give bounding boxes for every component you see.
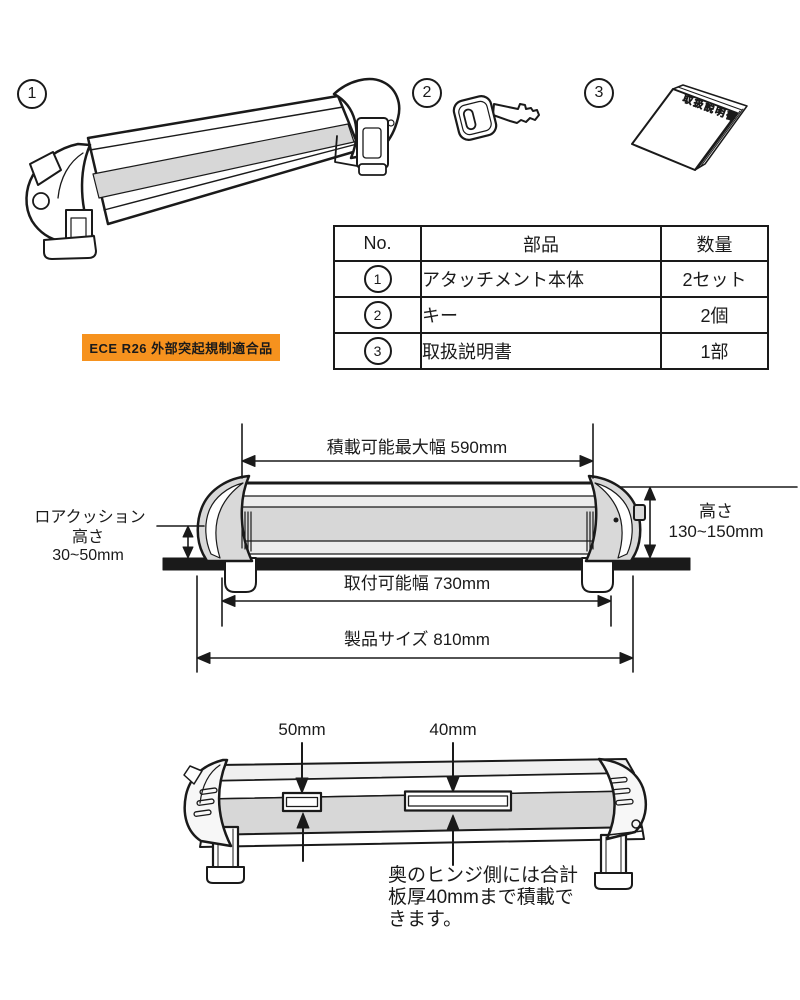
dim-arrow-730: [221, 595, 612, 607]
row-2-part: キー: [420, 296, 662, 334]
manual-drawing: 取扱説明書: [631, 84, 748, 171]
label-rear-slot: 40mm: [429, 720, 476, 739]
label-mount-width: 取付可能幅 730mm: [344, 574, 490, 593]
front-slot-arrows: [295, 742, 310, 862]
ece-badge-text: ECE R26 外部突起規制適合品: [89, 341, 273, 356]
row-1-qty: 2セット: [660, 260, 769, 298]
foot-right: [581, 557, 614, 593]
col-header-no: No.: [333, 225, 422, 262]
ece-compliance-badge: ECE R26 外部突起規制適合品: [82, 334, 280, 361]
attachment-body-drawing: [25, 77, 401, 260]
key-drawing: [452, 95, 540, 141]
rear-slot-arrows: [446, 742, 460, 866]
end-cap-right: [332, 77, 401, 176]
row-2-qty: 2個: [660, 296, 769, 334]
dim-arrow-590: [241, 455, 594, 467]
part-2-number-badge: 2: [412, 78, 442, 108]
part-2-number: 2: [422, 84, 432, 101]
key-head: [452, 95, 498, 141]
leg-right: [594, 833, 633, 890]
slot-diagram: 50mm 40mm 奥のヒンジ側には合計 板厚40mmまで積載で きます。: [183, 720, 647, 930]
note-line-1: 奥のヒンジ側には合計: [388, 864, 578, 886]
table-row: 2 キー 2個: [333, 296, 769, 334]
attachment-bar: [86, 94, 362, 226]
parts-table: No. 部品 数量 1 アタッチメント本体 2セット 2 キー 2個 3 取扱説…: [333, 225, 769, 370]
label-front-slot: 50mm: [278, 720, 325, 739]
side-cap-left: [196, 474, 254, 563]
foot-left: [224, 557, 257, 593]
col-header-part: 部品: [420, 225, 662, 262]
manual-cover: [631, 88, 738, 171]
note-line-2: 板厚40mmまで積載で: [388, 886, 574, 908]
dimension-diagram: 積載可能最大幅 590mm 高さ 130~150mm ロアクッション 高さ 30…: [34, 423, 798, 673]
label-product-size: 製品サイズ 810mm: [344, 630, 490, 649]
part-3-number-badge: 3: [584, 78, 614, 108]
part-1-number: 1: [27, 85, 37, 102]
perspective-cap-right: [597, 757, 647, 841]
roof-crossbar: [162, 557, 691, 571]
front-slot: [281, 791, 323, 813]
rear-slot: [403, 790, 513, 812]
table-row: 1 アタッチメント本体 2セット: [333, 260, 769, 298]
dim-arrow-cushion: [182, 525, 194, 559]
label-height-2: 130~150mm: [669, 522, 764, 541]
label-load-width: 積載可能最大幅 590mm: [327, 438, 507, 457]
dim-arrow-height: [644, 486, 656, 559]
end-cap-left: [25, 142, 97, 260]
row-1-part: アタッチメント本体: [420, 260, 662, 298]
dim-arrow-810: [196, 652, 634, 664]
row-3-part: 取扱説明書: [420, 332, 662, 370]
label-height-1: 高さ: [699, 502, 733, 521]
side-cap-right: [584, 474, 646, 563]
row-1-no: 1: [333, 260, 422, 298]
label-cushion-2: 高さ: [72, 528, 104, 546]
perspective-cap-left: [183, 758, 233, 848]
label-cushion-1: ロアクッション: [34, 508, 145, 526]
table-row: 3 取扱説明書 1部: [333, 332, 769, 370]
row-3-no: 3: [333, 332, 422, 370]
carrier-side-view: [203, 481, 635, 563]
note-line-3: きます。: [388, 909, 462, 930]
part-1-number-badge: 1: [17, 79, 47, 109]
label-cushion-3: 30~50mm: [52, 547, 124, 564]
col-header-qty: 数量: [660, 225, 769, 262]
key-blade: [492, 103, 540, 124]
parts-table-header-row: No. 部品 数量: [333, 225, 769, 262]
row-2-no: 2: [333, 296, 422, 334]
part-3-number: 3: [594, 84, 604, 101]
row-3-qty: 1部: [660, 332, 769, 370]
